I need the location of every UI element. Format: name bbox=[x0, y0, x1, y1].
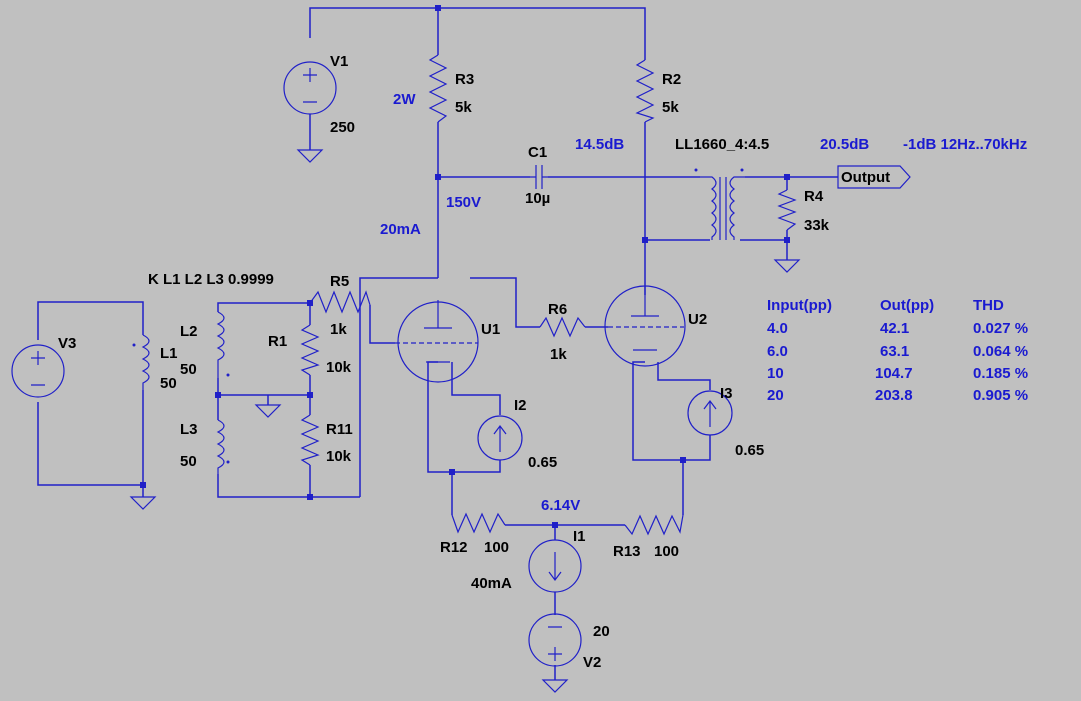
value-r6: 1k bbox=[550, 346, 567, 363]
table-cell: 0.064 % bbox=[973, 343, 1028, 360]
table-cell: 0.905 % bbox=[973, 387, 1028, 404]
ground-symbol bbox=[541, 679, 569, 693]
value-r12: 100 bbox=[484, 539, 509, 556]
voltage-source-v2[interactable] bbox=[528, 613, 582, 667]
value-i1: 40mA bbox=[471, 575, 512, 592]
resistor-r11[interactable] bbox=[300, 414, 320, 466]
value-l2: 50 bbox=[180, 361, 197, 378]
resistor-r4[interactable] bbox=[777, 189, 797, 231]
table-cell: 10 bbox=[767, 365, 784, 382]
label-u2: U2 bbox=[688, 311, 707, 328]
table-header-thd: THD bbox=[973, 297, 1004, 314]
measurement-table: Input(pp) Out(pp) THD 4.0 42.1 0.027 % 6… bbox=[767, 297, 1028, 404]
value-r5: 1k bbox=[330, 321, 347, 338]
value-r11: 10k bbox=[326, 448, 352, 465]
current-source-i1[interactable] bbox=[528, 539, 582, 593]
label-r3: R3 bbox=[455, 71, 474, 88]
label-v1: V1 bbox=[330, 53, 348, 70]
table-cell: 203.8 bbox=[875, 387, 913, 404]
voltage-source-v3[interactable] bbox=[11, 344, 65, 398]
transformer[interactable] bbox=[694, 168, 746, 241]
table-cell: 0.185 % bbox=[973, 365, 1028, 382]
resistor-r13[interactable] bbox=[624, 514, 684, 536]
note-r3-power: 2W bbox=[393, 91, 416, 108]
label-r1: R1 bbox=[268, 333, 287, 350]
wires bbox=[37, 7, 838, 680]
triode-u2[interactable] bbox=[604, 285, 686, 367]
label-transformer: LL1660_4:4.5 bbox=[675, 136, 769, 153]
ground-symbol bbox=[296, 149, 324, 163]
table-cell: 42.1 bbox=[880, 320, 909, 337]
label-v3: V3 bbox=[58, 335, 76, 352]
value-l3: 50 bbox=[180, 453, 197, 470]
ground-symbol bbox=[773, 259, 801, 273]
label-i1: I1 bbox=[573, 528, 586, 545]
table-cell: 104.7 bbox=[875, 365, 913, 382]
label-r12: R12 bbox=[440, 539, 468, 556]
label-r6: R6 bbox=[548, 301, 567, 318]
table-header-output: Out(pp) bbox=[880, 297, 934, 314]
current-source-i2[interactable] bbox=[477, 415, 523, 461]
label-r11: R11 bbox=[326, 421, 353, 438]
plate-current: 20mA bbox=[380, 221, 421, 238]
resistor-r6[interactable] bbox=[539, 316, 586, 338]
value-v2: 20 bbox=[593, 623, 610, 640]
table-cell: 0.027 % bbox=[973, 320, 1028, 337]
value-r13: 100 bbox=[654, 543, 679, 560]
table-cell: 4.0 bbox=[767, 320, 788, 337]
label-l3: L3 bbox=[180, 421, 198, 438]
label-u1: U1 bbox=[481, 321, 500, 338]
value-r4: 33k bbox=[804, 217, 830, 234]
resistor-r3[interactable] bbox=[428, 54, 448, 123]
label-r2: R2 bbox=[662, 71, 681, 88]
resistor-r12[interactable] bbox=[451, 512, 506, 534]
component-labels: V1 250 R3 5k 2W R2 5k C1 10µ 14.5dB LL16… bbox=[58, 53, 1027, 671]
label-l1: L1 bbox=[160, 345, 178, 362]
inductor-l3[interactable] bbox=[216, 419, 230, 474]
table-header-input: Input(pp) bbox=[767, 297, 832, 314]
bandwidth-note: -1dB 12Hz..70kHz bbox=[903, 136, 1027, 153]
value-i2: 0.65 bbox=[528, 454, 557, 471]
label-v2: V2 bbox=[583, 654, 601, 671]
value-c1: 10µ bbox=[525, 190, 550, 207]
label-i2: I2 bbox=[514, 397, 527, 414]
resistor-r1[interactable] bbox=[300, 324, 320, 376]
value-i3: 0.65 bbox=[735, 442, 764, 459]
coupling-directive: K L1 L2 L3 0.9999 bbox=[148, 271, 274, 288]
output-port[interactable] bbox=[837, 165, 911, 189]
label-l2: L2 bbox=[180, 323, 198, 340]
voltage-source-v1[interactable] bbox=[283, 61, 337, 135]
value-r2: 5k bbox=[662, 99, 679, 116]
inductor-l1[interactable] bbox=[132, 334, 150, 390]
value-r3: 5k bbox=[455, 99, 472, 116]
resistor-r5[interactable] bbox=[309, 290, 371, 314]
label-i3: I3 bbox=[720, 385, 733, 402]
label-r13: R13 bbox=[613, 543, 641, 560]
table-cell: 6.0 bbox=[767, 343, 788, 360]
label-r4: R4 bbox=[804, 188, 824, 205]
inductor-l2[interactable] bbox=[216, 311, 230, 378]
current-source-i3[interactable] bbox=[687, 390, 733, 436]
value-l1: 50 bbox=[160, 375, 177, 392]
ground-symbol bbox=[129, 496, 157, 510]
triode-u1[interactable] bbox=[395, 300, 479, 383]
resistor-r2[interactable] bbox=[635, 59, 655, 123]
tail-voltage: 6.14V bbox=[541, 497, 580, 514]
output-label: Output bbox=[841, 169, 890, 186]
capacitor-c1[interactable] bbox=[530, 165, 548, 189]
table-cell: 63.1 bbox=[880, 343, 909, 360]
plate-voltage: 150V bbox=[446, 194, 481, 211]
gain-stage1: 14.5dB bbox=[575, 136, 624, 153]
gain-total: 20.5dB bbox=[820, 136, 869, 153]
value-r1: 10k bbox=[326, 359, 352, 376]
label-r5: R5 bbox=[330, 273, 349, 290]
ground-symbol bbox=[254, 404, 282, 418]
label-c1: C1 bbox=[528, 144, 547, 161]
value-v1: 250 bbox=[330, 119, 355, 136]
table-cell: 20 bbox=[767, 387, 784, 404]
